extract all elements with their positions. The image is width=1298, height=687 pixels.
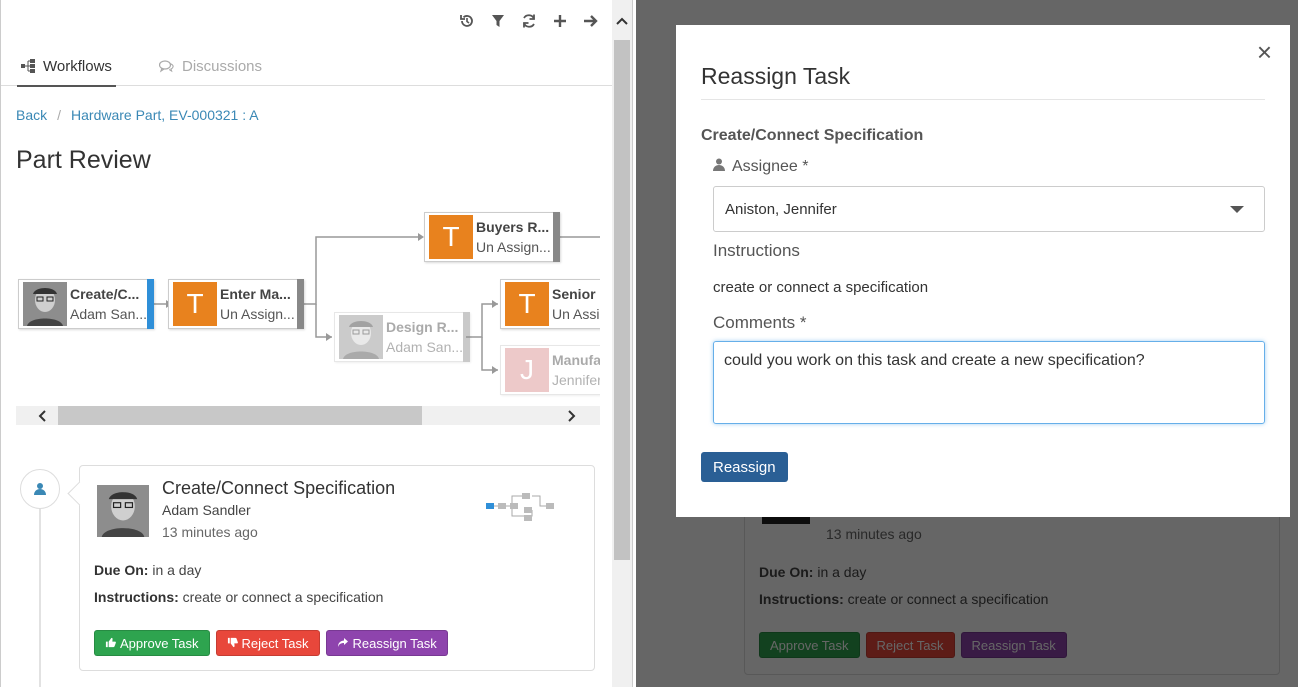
reject-label: Reject Task xyxy=(241,635,309,651)
task-instructions: Instructions: create or connect a specif… xyxy=(94,589,383,605)
node-assignee: Adam San... xyxy=(386,339,464,355)
reassign-task-modal: × Reassign Task Create/Connect Specifica… xyxy=(676,25,1290,517)
node-status-bar xyxy=(463,312,470,362)
node-name: Design R... xyxy=(386,319,459,335)
toolbar xyxy=(458,10,600,32)
page-title: Part Review xyxy=(16,146,151,174)
node-status-bar xyxy=(553,212,560,262)
approve-label: Approve Task xyxy=(120,635,199,651)
modal-subtitle: Create/Connect Specification xyxy=(701,127,924,144)
assignee-label-text: Assignee * xyxy=(732,158,809,175)
reassign-task-button[interactable]: Reassign Task xyxy=(325,630,448,656)
user-icon xyxy=(713,158,725,176)
breadcrumb-back[interactable]: Back xyxy=(16,107,48,123)
node-name: Create/C... xyxy=(70,286,140,302)
scroll-up-icon[interactable] xyxy=(614,10,630,32)
task-title: Create/Connect Specification xyxy=(162,478,396,498)
thumbs-up-icon xyxy=(105,636,116,651)
node-name: Enter Ma... xyxy=(220,286,291,302)
breadcrumb: Back / Hardware Part, EV-000321 : A xyxy=(16,107,259,123)
filter-icon[interactable] xyxy=(489,10,507,32)
user-icon xyxy=(20,469,60,509)
avatar: T xyxy=(429,215,473,259)
instructions-label: Instructions: xyxy=(94,589,179,605)
task-actions: Approve Task Reject Task Reassign Task xyxy=(94,630,448,656)
due-value: in a day xyxy=(152,562,202,578)
modal-divider xyxy=(701,99,1265,100)
due-label: Due On: xyxy=(94,562,149,578)
assignee-value: Aniston, Jennifer xyxy=(725,200,837,218)
task-due: Due On: in a day xyxy=(94,562,201,578)
thumbs-down-icon xyxy=(227,636,238,651)
breadcrumb-separator: / xyxy=(57,107,62,123)
breadcrumb-item[interactable]: Hardware Part, EV-000321 : A xyxy=(71,107,259,123)
tab-discussions-label: Discussions xyxy=(182,57,263,75)
workflow-node-buyers[interactable]: T Buyers R... Un Assign... xyxy=(424,212,560,262)
modal-title: Reassign Task xyxy=(701,63,851,89)
mini-workflow-icon[interactable] xyxy=(484,490,556,529)
workflow-node-create[interactable]: Create/C... Adam San... xyxy=(18,279,154,329)
diagram-horizontal-scrollbar[interactable] xyxy=(16,406,600,425)
scrollbar-thumb[interactable] xyxy=(58,406,422,425)
refresh-icon[interactable] xyxy=(520,10,538,32)
workflow-node-enter[interactable]: T Enter Ma... Un Assign... xyxy=(168,279,304,329)
vertical-scrollbar[interactable] xyxy=(612,0,632,687)
tab-workflows[interactable]: Workflows xyxy=(17,46,116,87)
node-assignee: Un Assign... xyxy=(220,306,295,322)
assignee-label: Assignee * xyxy=(713,158,809,176)
node-name: Senior D xyxy=(552,286,600,302)
node-assignee: Un Assig xyxy=(552,306,600,322)
node-assignee: Un Assign... xyxy=(476,239,551,255)
avatar: T xyxy=(505,282,549,326)
avatar: T xyxy=(173,282,217,326)
instructions-value: create or connect a specification xyxy=(713,279,929,296)
node-name: Buyers R... xyxy=(476,219,550,235)
assignee-select[interactable]: Aniston, Jennifer xyxy=(713,186,1265,232)
workflow-panel: Workflows Discussions Back / Hardware Pa… xyxy=(0,0,612,687)
scroll-right-icon[interactable] xyxy=(560,406,584,425)
workflow-node-design[interactable]: Design R... Adam San... xyxy=(334,312,470,362)
node-assignee: Jennifer xyxy=(552,372,600,388)
chevron-down-icon xyxy=(1230,206,1244,213)
task-card: Create/Connect Specification Adam Sandle… xyxy=(79,465,595,671)
avatar xyxy=(97,485,149,537)
avatar xyxy=(339,315,383,359)
task-time: 13 minutes ago xyxy=(162,524,258,540)
comments-textarea[interactable]: could you work on this task and create a… xyxy=(713,341,1265,424)
share-icon xyxy=(337,636,349,651)
comments-label: Comments * xyxy=(713,313,807,332)
workflow-node-senior[interactable]: T Senior D Un Assig xyxy=(500,279,600,329)
node-status-bar xyxy=(297,279,304,329)
workflow-node-manufacturing[interactable]: J ManufacJennifer xyxy=(500,345,600,395)
instructions-label: Instructions xyxy=(713,241,800,260)
arrow-right-icon[interactable] xyxy=(582,10,600,32)
workflow-diagram: Create/C... Adam San... T Enter Ma... Un A… xyxy=(16,195,600,405)
reassign-label: Reassign Task xyxy=(352,635,437,651)
tab-workflows-label: Workflows xyxy=(43,57,112,75)
task-user: Adam Sandler xyxy=(162,502,251,518)
avatar xyxy=(23,282,67,326)
scroll-left-icon[interactable] xyxy=(30,406,54,425)
tab-bar: Workflows Discussions xyxy=(1,46,612,87)
timeline-line xyxy=(39,470,41,687)
close-icon[interactable]: × xyxy=(1256,37,1272,67)
node-status-bar xyxy=(147,279,154,329)
tab-discussions[interactable]: Discussions xyxy=(159,46,262,86)
node-assignee: Adam San... xyxy=(70,306,148,322)
panel-divider xyxy=(632,0,636,687)
comments-icon xyxy=(159,59,174,73)
plus-icon[interactable] xyxy=(551,10,569,32)
workflow-connectors xyxy=(152,233,600,374)
reject-task-button[interactable]: Reject Task xyxy=(215,630,320,656)
approve-task-button[interactable]: Approve Task xyxy=(94,630,210,656)
reassign-button[interactable]: Reassign xyxy=(701,452,788,482)
instructions-value: create or connect a specification xyxy=(182,589,384,605)
history-icon[interactable] xyxy=(458,10,476,32)
sitemap-icon xyxy=(21,59,35,73)
scrollbar-thumb[interactable] xyxy=(614,40,630,560)
avatar: J xyxy=(505,348,549,392)
node-name: Manufac xyxy=(552,352,600,368)
